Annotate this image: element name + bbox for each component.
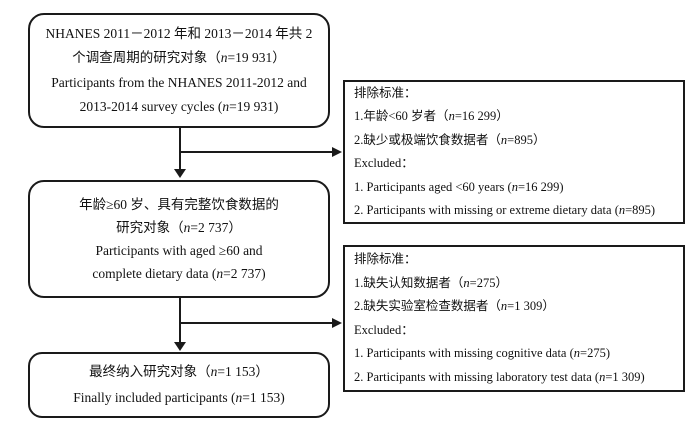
exclusion-heading-zh: 排除标准： [354,85,417,100]
box-text-line: 年龄≥60 岁、具有完整饮食数据的 [79,197,279,212]
connector-vertical-line-2 [179,298,181,343]
box-text-line: 最终纳入研究对象（n=1 153） [89,364,269,379]
connector-vertical-line-1 [179,128,181,170]
exclusion-item: 2.缺少或极端饮食数据者（n=895） [354,132,546,147]
box-text-line: Finally included participants (n=1 153) [73,390,285,405]
exclusion-item: 1. Participants with missing cognitive d… [354,346,610,360]
connector-horizontal-line-2 [180,322,333,324]
arrowhead-down-icon [174,342,186,351]
box-text-line: NHANES 2011－2012 年和 2013－2014 年共 2 [45,25,313,41]
arrowhead-right-icon [332,146,342,157]
box-text-line: 研究对象（n=2 737） [116,220,242,235]
arrowhead-right-icon [332,317,342,328]
box-text-line: 2013-2014 survey cycles (n=19 931) [79,99,279,114]
box-text-line: Participants from the NHANES 2011-2012 a… [51,74,307,90]
exclusion-item: 1. Participants aged <60 years (n=16 299… [354,179,564,194]
flow-box-eligible-participants: 年龄≥60 岁、具有完整饮食数据的 研究对象（n=2 737） Particip… [28,180,330,298]
exclusion-item: 2.缺失实验室检查数据者（n=1 309） [354,299,555,313]
exclusion-item: 1.缺失认知数据者（n=275） [354,275,508,290]
flow-box-exclusion-criteria-2: 排除标准： 1.缺失认知数据者（n=275） 2.缺失实验室检查数据者（n=1 … [343,245,685,392]
exclusion-heading-en: Excluded： [354,156,414,170]
exclusion-item: 2. Participants with missing or extreme … [354,203,656,217]
exclusion-item: 2. Participants with missing laboratory … [354,369,645,384]
exclusion-item: 1.年龄<60 岁者（n=16 299） [354,109,509,123]
arrowhead-down-icon [174,169,186,178]
exclusion-heading-en: Excluded： [354,322,414,337]
box-text-line: complete dietary data (n=2 737) [92,266,266,281]
exclusion-heading-zh: 排除标准： [354,252,417,266]
flow-box-total-participants: NHANES 2011－2012 年和 2013－2014 年共 2 个调查周期… [28,13,330,128]
box-text-line: Participants with aged ≥60 and [95,243,263,258]
connector-horizontal-line-1 [180,151,333,153]
flow-box-exclusion-criteria-1: 排除标准： 1.年龄<60 岁者（n=16 299） 2.缺少或极端饮食数据者（… [343,80,685,224]
box-text-line: 个调查周期的研究对象（n=19 931） [72,50,286,65]
flow-box-final-participants: 最终纳入研究对象（n=1 153） Finally included parti… [28,352,330,418]
